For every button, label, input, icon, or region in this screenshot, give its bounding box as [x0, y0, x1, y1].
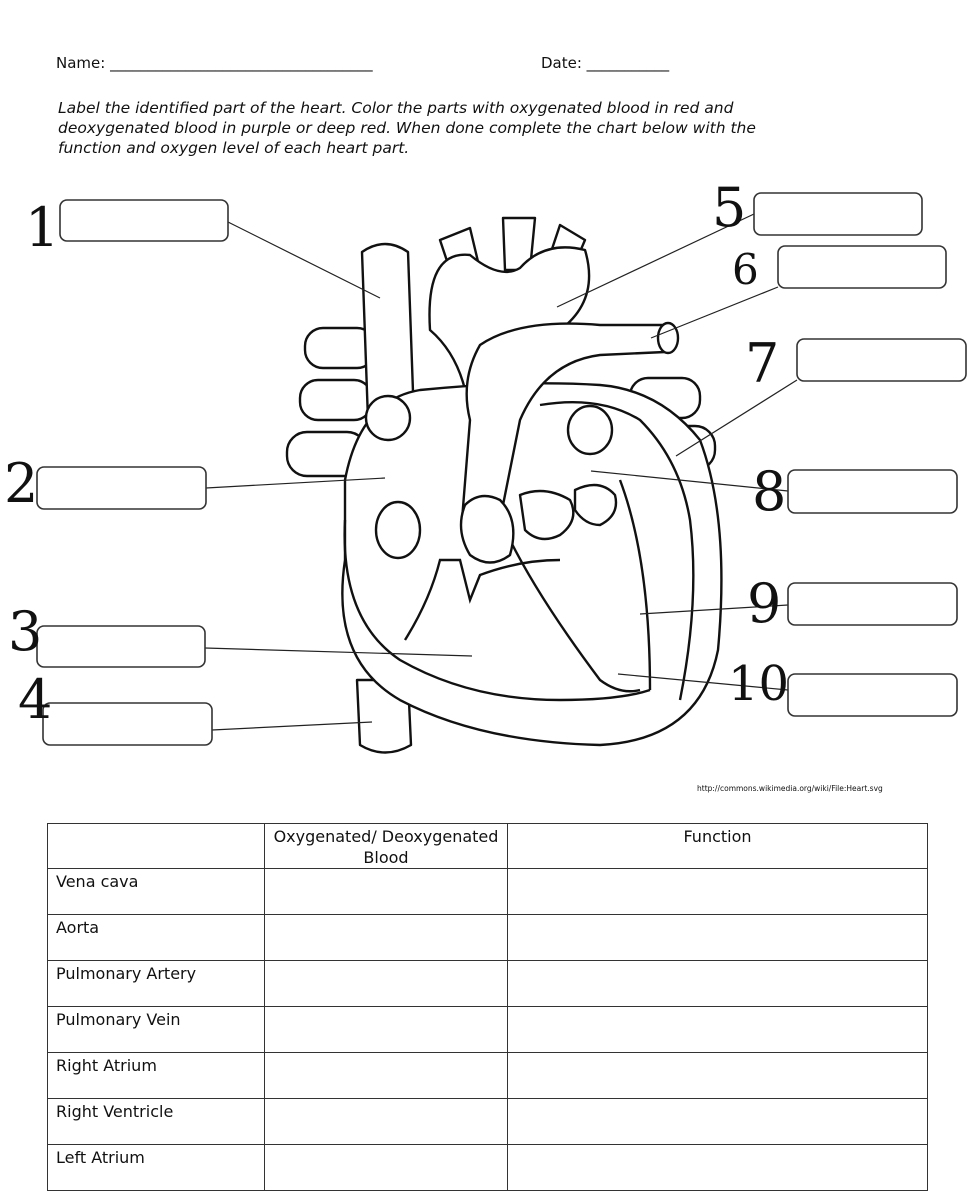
table-row: Aorta: [47, 914, 928, 961]
heart-parts-chart: Oxygenated/ Deoxygenated Blood Function …: [47, 823, 928, 1191]
table-row: Pulmonary Artery: [47, 960, 928, 1007]
number-5: 5: [712, 176, 746, 239]
oxygen-cell[interactable]: [264, 960, 508, 1007]
part-name: Left Atrium: [47, 1144, 265, 1191]
table-row: Right Ventricle: [47, 1098, 928, 1145]
label-box-3[interactable]: [36, 625, 206, 668]
table-header-row: Oxygenated/ Deoxygenated Blood Function: [47, 823, 928, 869]
function-cell[interactable]: [507, 1052, 928, 1099]
number-7: 7: [745, 332, 779, 395]
image-credit: http://commons.wikimedia.org/wiki/File:H…: [697, 784, 883, 793]
function-cell[interactable]: [507, 1006, 928, 1053]
table-header-oxygen: Oxygenated/ Deoxygenated Blood: [264, 823, 508, 869]
instructions-line: deoxygenated blood in purple or deep red…: [58, 119, 756, 137]
leader-lines: [204, 213, 798, 731]
label-box-8[interactable]: [787, 469, 958, 514]
date-field[interactable]: Date: ___________: [541, 54, 670, 72]
table-header-part: [47, 823, 265, 869]
label-box-9[interactable]: [787, 582, 958, 626]
label-box-2[interactable]: [36, 466, 207, 510]
number-10: 10: [728, 656, 789, 712]
function-cell[interactable]: [507, 1144, 928, 1191]
function-cell[interactable]: [507, 868, 928, 915]
instructions-line: function and oxygen level of each heart …: [58, 139, 410, 157]
leader-line-9: [639, 604, 789, 615]
part-name: Aorta: [47, 914, 265, 961]
oxygen-cell[interactable]: [264, 1144, 508, 1191]
table-row: Left Atrium: [47, 1144, 928, 1191]
part-name: Pulmonary Vein: [47, 1006, 265, 1053]
number-3: 3: [8, 600, 42, 663]
function-cell[interactable]: [507, 960, 928, 1007]
label-box-1[interactable]: [59, 199, 229, 242]
number-8: 8: [752, 460, 786, 523]
part-name: Right Ventricle: [47, 1098, 265, 1145]
instructions-line: Label the identified part of the heart. …: [58, 99, 734, 117]
leader-line-3: [204, 647, 473, 657]
heart-diagram: 1 2 3 4 5 6 7 8 9 10: [4, 176, 967, 754]
label-box-6[interactable]: [777, 245, 947, 289]
name-field[interactable]: Name: __________________________________…: [56, 54, 373, 72]
table-row: Right Atrium: [47, 1052, 928, 1099]
table-row: Pulmonary Vein: [47, 1006, 928, 1053]
oxygen-cell[interactable]: [264, 1052, 508, 1099]
leader-line-5: [556, 213, 755, 308]
label-box-7[interactable]: [796, 338, 967, 382]
leader-line-8: [590, 470, 789, 492]
oxygen-cell[interactable]: [264, 914, 508, 961]
leader-line-4: [211, 721, 373, 731]
leader-line-6: [650, 286, 779, 339]
heart-illustration: [285, 216, 723, 754]
part-name: Pulmonary Artery: [47, 960, 265, 1007]
leader-line-7: [675, 379, 798, 457]
leader-line-1: [227, 221, 381, 299]
function-cell[interactable]: [507, 914, 928, 961]
number-1: 1: [25, 196, 59, 259]
number-9: 9: [747, 572, 781, 635]
instructions: Label the identified part of the heart. …: [58, 98, 898, 158]
leader-line-10: [617, 673, 789, 691]
number-6: 6: [732, 245, 759, 294]
leader-line-2: [205, 477, 386, 489]
number-4: 4: [18, 668, 52, 731]
oxygen-cell[interactable]: [264, 1098, 508, 1145]
oxygen-cell[interactable]: [264, 868, 508, 915]
function-cell[interactable]: [507, 1098, 928, 1145]
label-box-10[interactable]: [787, 673, 958, 717]
number-2: 2: [4, 452, 38, 515]
oxygen-cell[interactable]: [264, 1006, 508, 1053]
table-row: Vena cava: [47, 868, 928, 915]
part-name: Vena cava: [47, 868, 265, 915]
table-header-function: Function: [507, 823, 928, 869]
label-box-4[interactable]: [42, 702, 213, 746]
label-box-5[interactable]: [753, 192, 923, 236]
part-name: Right Atrium: [47, 1052, 265, 1099]
